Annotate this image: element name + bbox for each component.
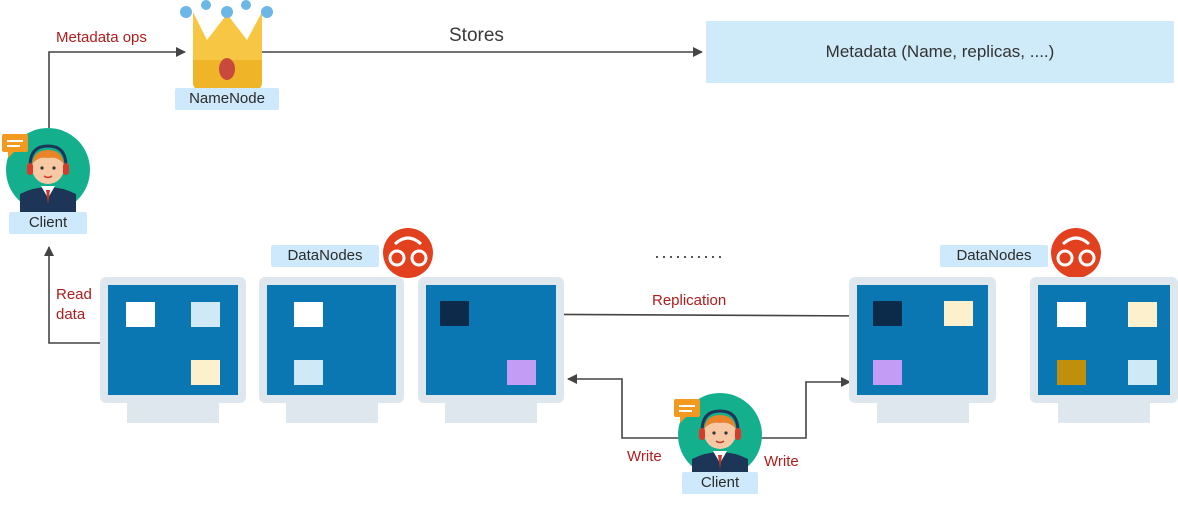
- client-label-top: Client: [9, 212, 87, 234]
- data-block: [507, 360, 536, 385]
- data-block: [191, 360, 220, 385]
- crown-icon: [180, 0, 273, 90]
- data-block: [873, 360, 902, 385]
- stores-label: Stores: [449, 25, 504, 46]
- data-block: [294, 360, 323, 385]
- data-block: [440, 301, 469, 326]
- rack-icon-right: [1051, 228, 1101, 278]
- client-avatar-icon: [2, 128, 90, 212]
- metadata-ops-label: Metadata ops: [56, 29, 147, 46]
- read-data-label-line1: Read: [56, 286, 92, 303]
- datanodes-label-left: DataNodes: [271, 245, 379, 267]
- write-left-connector: [567, 374, 680, 439]
- datanode-monitor: [1030, 277, 1178, 423]
- client-avatar-icon: [674, 393, 762, 477]
- data-block: [1128, 360, 1157, 385]
- metadata-ops-connector: [48, 47, 186, 128]
- rack-icon-left: [383, 228, 433, 278]
- write-left-label: Write: [627, 448, 662, 465]
- data-block: [126, 302, 155, 327]
- datanode-monitor: [849, 277, 996, 423]
- datanode-monitor: [100, 277, 246, 423]
- data-block: [294, 302, 323, 327]
- data-block: [1057, 302, 1086, 327]
- datanode-monitor: [259, 277, 404, 423]
- write-right-label: Write: [764, 453, 799, 470]
- client-label-bottom: Client: [682, 472, 758, 494]
- datanodes-ellipsis: ··········: [654, 246, 724, 266]
- data-block: [1128, 302, 1157, 327]
- data-block: [944, 301, 973, 326]
- metadata-box-text: Metadata (Name, replicas, ....): [825, 42, 1055, 61]
- read-data-connector: [44, 246, 100, 344]
- replication-label: Replication: [652, 292, 727, 309]
- datanode-monitor: [418, 277, 564, 423]
- read-data-label-line2: data: [56, 306, 86, 323]
- metadata-box: Metadata (Name, replicas, ....): [706, 21, 1174, 83]
- datanodes-label-right: DataNodes: [940, 245, 1048, 267]
- data-block: [191, 302, 220, 327]
- namenode-label: NameNode: [175, 88, 279, 110]
- write-right-connector: [760, 377, 851, 439]
- data-block: [873, 301, 902, 326]
- data-block: [1057, 360, 1086, 385]
